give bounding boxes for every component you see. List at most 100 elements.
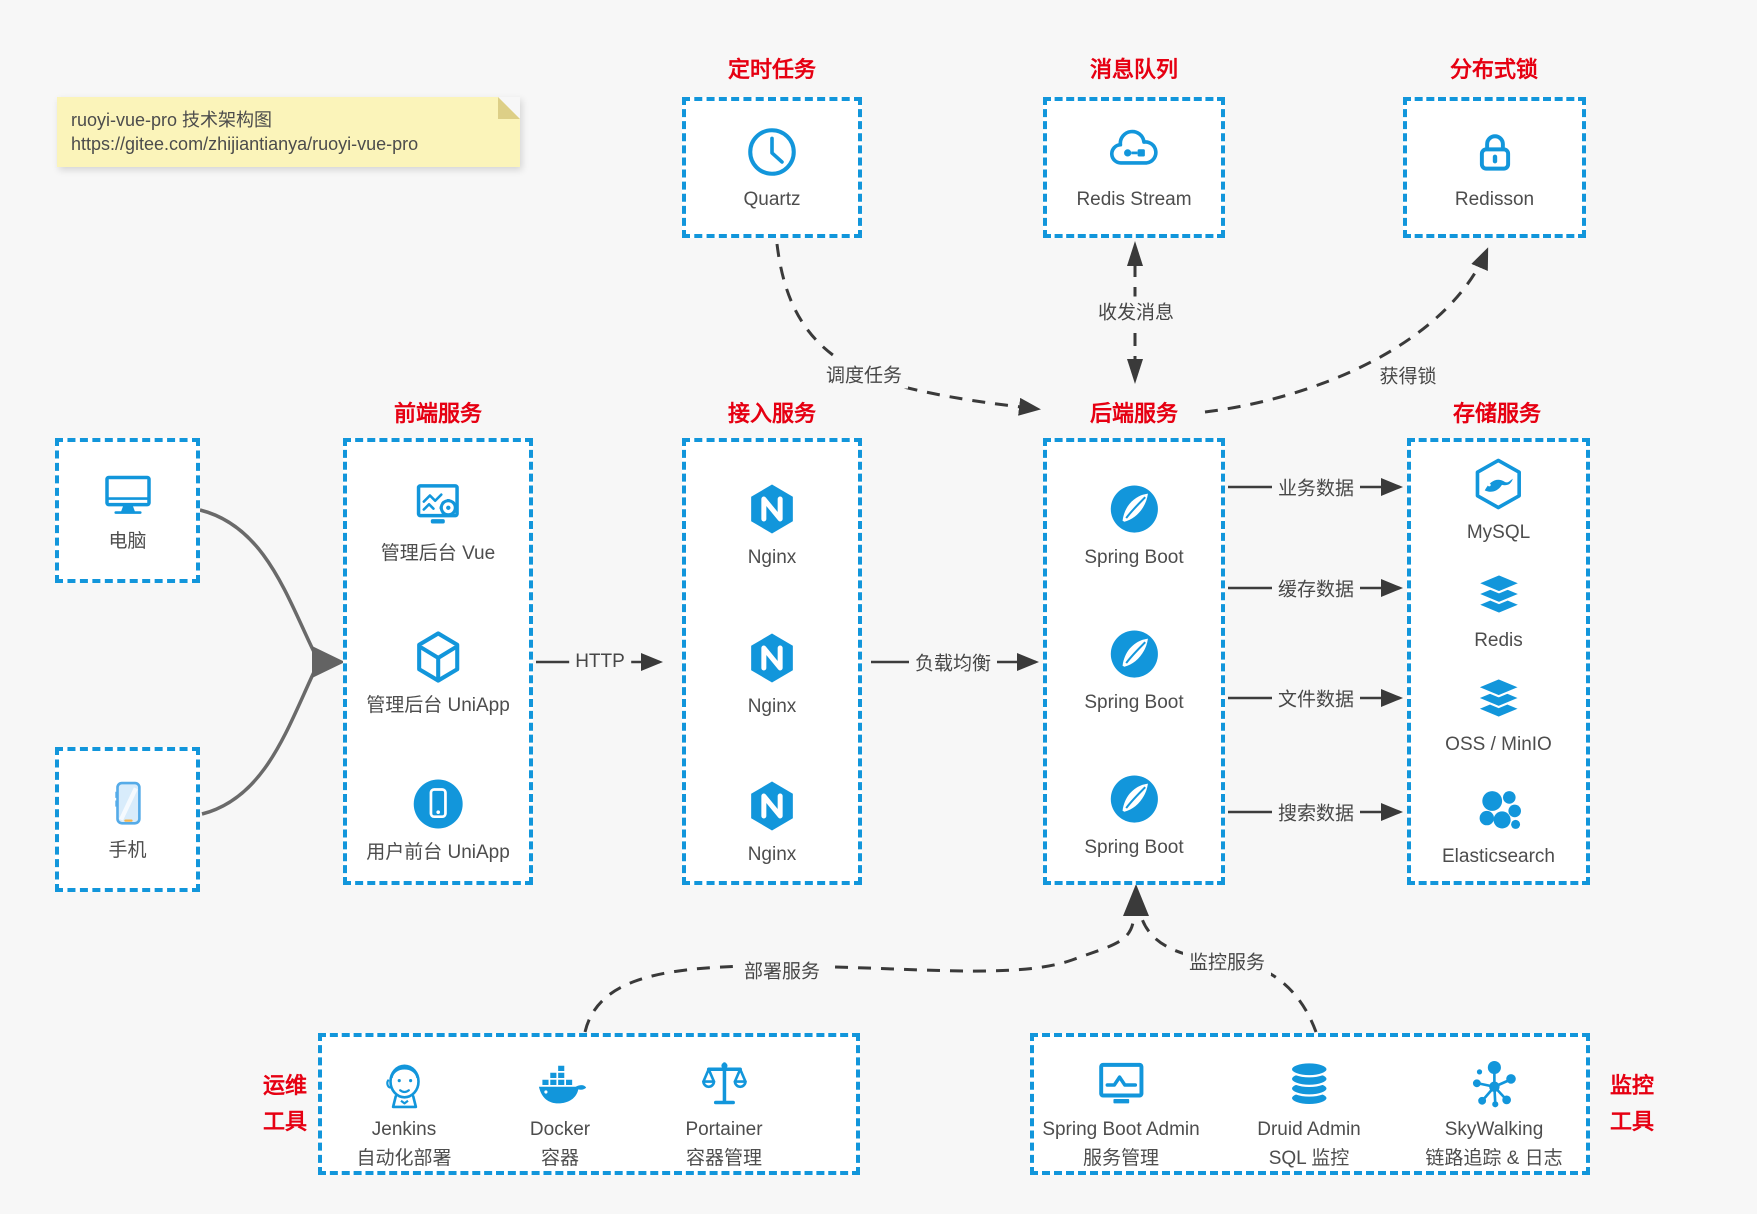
admin-vue-node: 管理后台 Vue	[381, 478, 495, 566]
messaging-arrowhead-down	[1127, 359, 1143, 384]
oss-minio-node: OSS / MinIO	[1445, 671, 1552, 757]
spring-boot-node: Spring Boot	[1084, 770, 1184, 860]
client-merge-arrowhead	[312, 646, 345, 678]
jenkins-desc: 自动化部署	[356, 1148, 452, 1169]
druid-admin-name: Druid Admin	[1257, 1119, 1361, 1140]
note-url: https://gitee.com/zhijiantianya/ruoyi-vu…	[71, 134, 419, 154]
topology-icon	[1472, 1060, 1516, 1108]
pc-label: 电脑	[108, 531, 147, 552]
admin-screen-gear-icon	[416, 484, 459, 524]
elasticsearch-cluster-icon	[1479, 791, 1521, 829]
phone-label: 手机	[108, 840, 147, 861]
monitor-tools-title: 监控 工具	[1609, 1073, 1655, 1134]
nginx-node: Nginx	[743, 777, 801, 867]
jenkins-icon	[385, 1064, 420, 1109]
messaging-label: 收发消息	[1091, 296, 1181, 326]
business-data-label: 业务数据	[1271, 472, 1361, 502]
user-uniapp-node: 用户前台 UniApp	[366, 775, 510, 865]
spring-boot-admin-node: Spring Boot Admin 服务管理	[1042, 1057, 1200, 1171]
oss-stack-icon	[1475, 677, 1522, 719]
mobile-app-circle-icon	[413, 779, 463, 829]
file-data-label: 文件数据	[1271, 683, 1361, 713]
title-frontend-services: 前端服务	[393, 401, 483, 426]
redis-stack-icon	[1475, 573, 1522, 615]
load-balance-label: 负载均衡	[908, 647, 998, 677]
redis-node: Redis	[1470, 567, 1528, 653]
deploy-service-label: 部署服务	[737, 955, 827, 985]
ops-tools-title: 运维 工具	[262, 1073, 308, 1134]
spring-boot-icon	[1110, 630, 1158, 678]
druid-admin-desc: SQL 监控	[1268, 1148, 1350, 1169]
skywalking-desc: 链路追踪 & 日志	[1425, 1148, 1563, 1169]
edge-pc-to-frontend	[199, 508, 316, 653]
acquire-lock-label: 获得锁	[1373, 360, 1443, 390]
jenkins-name: Jenkins	[371, 1119, 437, 1140]
monitor-tools-box: Spring Boot Admin 服务管理 Druid Admin SQL 监…	[1030, 1033, 1590, 1175]
docker-desc: 容器	[540, 1148, 579, 1169]
phone-icon	[114, 781, 141, 825]
title-scheduled-tasks: 定时任务	[727, 57, 817, 82]
nginx-node: Nginx	[743, 480, 801, 570]
messaging-arrowhead-up	[1127, 241, 1143, 266]
nginx-label: Nginx	[747, 696, 797, 717]
docker-name: Docker	[529, 1119, 591, 1140]
spring-boot-label: Spring Boot	[1084, 837, 1184, 858]
oss-minio-label: OSS / MinIO	[1445, 734, 1552, 755]
cache-data-label: 缓存数据	[1271, 573, 1361, 603]
edge-acquire-lock	[1204, 247, 1489, 414]
quartz-box: Quartz	[682, 97, 862, 238]
ops-tools-box: Jenkins 自动化部署 Docker 容器	[318, 1033, 860, 1175]
spring-boot-label: Spring Boot	[1084, 547, 1184, 568]
redis-label: Redis	[1474, 630, 1523, 651]
portainer-scales-icon	[701, 1062, 747, 1105]
backend-services-box: Spring Boot Spring Boot Spring Boot	[1043, 438, 1225, 885]
note-title: ruoyi-vue-pro 技术架构图	[71, 110, 273, 130]
docker-node: Docker 容器	[530, 1057, 590, 1171]
edge-schedule-task	[775, 243, 1041, 416]
redis-stream-box: Redis Stream	[1043, 97, 1225, 238]
title-backend-services: 后端服务	[1089, 401, 1179, 426]
lock-icon	[1479, 134, 1510, 171]
skywalking-node: SkyWalking 链路追踪 & 日志	[1425, 1057, 1563, 1171]
frontend-services-box: 管理后台 Vue 管理后台 UniApp 用户前台 UniApp	[343, 438, 533, 885]
access-services-box: Nginx Nginx Nginx	[682, 438, 862, 885]
edge-phone-to-frontend	[201, 671, 316, 816]
skywalking-name: SkyWalking	[1444, 1119, 1544, 1140]
quartz-label: Quartz	[743, 189, 801, 210]
edge-deploy	[583, 913, 1136, 1033]
http-label: HTTP	[569, 650, 631, 674]
search-data-label: 搜索数据	[1271, 797, 1361, 827]
jenkins-node: Jenkins 自动化部署	[356, 1057, 452, 1171]
title-distributed-lock: 分布式锁	[1449, 57, 1539, 82]
spring-boot-icon	[1110, 775, 1158, 823]
user-uniapp-label: 用户前台 UniApp	[366, 842, 510, 863]
phone-client-box: 手机	[55, 747, 200, 892]
monitor-chart-icon	[1098, 1062, 1144, 1104]
nginx-icon	[751, 484, 793, 534]
elasticsearch-node: Elasticsearch	[1442, 783, 1555, 869]
storage-services-box: MySQL Redis OSS / MinIO	[1407, 438, 1590, 885]
spring-boot-node: Spring Boot	[1084, 480, 1184, 570]
database-icon	[1289, 1061, 1329, 1107]
redisson-label: Redisson	[1454, 189, 1535, 210]
druid-admin-node: Druid Admin SQL 监控	[1257, 1057, 1361, 1171]
mysql-label: MySQL	[1466, 522, 1531, 543]
nginx-icon	[751, 781, 793, 831]
title-storage-services: 存储服务	[1452, 401, 1542, 426]
elasticsearch-label: Elasticsearch	[1442, 846, 1555, 867]
nginx-label: Nginx	[747, 844, 797, 865]
portainer-desc: 容器管理	[685, 1148, 763, 1169]
spring-boot-icon	[1110, 485, 1158, 533]
title-access-services: 接入服务	[727, 401, 817, 426]
cube-icon	[416, 631, 460, 683]
admin-vue-label: 管理后台 Vue	[380, 543, 496, 564]
admin-uniapp-label: 管理后台 UniApp	[366, 695, 510, 716]
redisson-box: Redisson	[1403, 97, 1586, 238]
portainer-name: Portainer	[685, 1119, 763, 1140]
mysql-icon	[1475, 458, 1522, 510]
docker-icon	[539, 1065, 587, 1104]
mysql-node: MySQL	[1467, 455, 1530, 545]
cloud-stream-icon	[1109, 129, 1158, 165]
portainer-node: Portainer 容器管理	[685, 1057, 763, 1171]
